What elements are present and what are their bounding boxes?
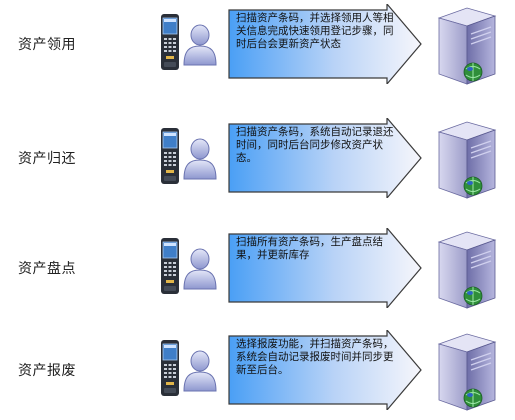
server-globe-icon xyxy=(433,120,497,200)
row-label: 资产盘点 xyxy=(18,261,76,277)
flow-arrow xyxy=(227,226,423,310)
process-row: 资产盘点 扫描所有资产条码，生产盘点结果，并更新库存 xyxy=(0,226,515,318)
process-row: 资产归还 扫描资产条码，系统自动记录退还时间，同时后台同步修改资产状态。 xyxy=(0,116,515,208)
user-icon xyxy=(182,138,218,180)
flow-arrow xyxy=(227,328,423,412)
row-label: 资产领用 xyxy=(18,37,76,53)
server-globe-icon xyxy=(433,230,497,310)
process-row: 资产领用 扫描资产条码，并选择领用人等相关信息完成快速领用登记步骤，同时后台会更… xyxy=(0,2,515,94)
server-globe-icon xyxy=(433,6,497,86)
handheld-scanner-icon xyxy=(160,128,180,184)
row-label: 资产归还 xyxy=(18,151,76,167)
user-icon xyxy=(182,350,218,392)
process-row: 资产报废 选择报废功能，并扫描资产条码，系统会自动记录报废时间并同步更新至后台。 xyxy=(0,328,515,420)
process-description: 扫描资产条码，并选择领用人等相关信息完成快速领用登记步骤，同时后台会更新资产状态 xyxy=(236,12,394,50)
process-description: 扫描资产条码，系统自动记录退还时间，同时后台同步修改资产状态。 xyxy=(236,126,394,164)
server-globe-icon xyxy=(433,332,497,412)
flow-arrow xyxy=(227,116,423,200)
process-description: 选择报废功能，并扫描资产条码，系统会自动记录报废时间并同步更新至后台。 xyxy=(236,338,394,376)
user-icon xyxy=(182,24,218,66)
flow-arrow xyxy=(227,2,423,86)
handheld-scanner-icon xyxy=(160,238,180,294)
user-icon xyxy=(182,248,218,290)
process-description: 扫描所有资产条码，生产盘点结果，并更新库存 xyxy=(236,236,383,261)
handheld-scanner-icon xyxy=(160,340,180,396)
handheld-scanner-icon xyxy=(160,14,180,70)
row-label: 资产报废 xyxy=(18,363,76,379)
